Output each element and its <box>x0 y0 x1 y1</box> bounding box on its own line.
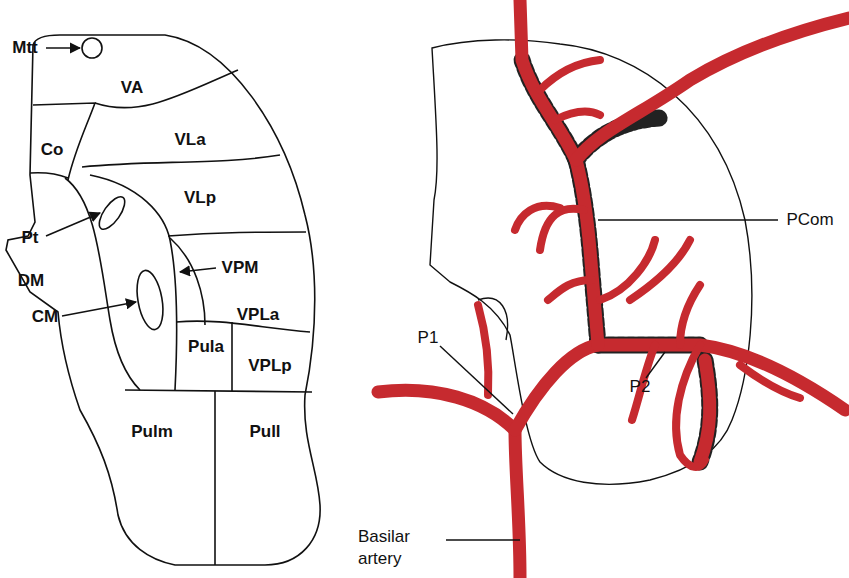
artery-tree <box>378 0 849 578</box>
nucleus-region: Co <box>32 132 72 168</box>
nucleus-region: DM <box>6 266 56 296</box>
nucleus-name: VPLa <box>237 305 280 325</box>
nucleus-region: VPLp <box>237 351 303 381</box>
artery-label: P2 <box>630 376 651 398</box>
nucleus-name: Pulm <box>131 422 173 442</box>
nucleus-region: VLp <box>160 183 240 213</box>
thalamus-outline <box>430 40 752 484</box>
nucleus-name: Pula <box>188 337 224 357</box>
nucleus-region: VLa <box>150 125 230 155</box>
nucleus-name: DM <box>18 271 44 291</box>
nucleus-name: Pull <box>249 422 280 442</box>
structure-label: CM <box>32 306 58 328</box>
nucleus-name: VLa <box>174 130 205 150</box>
thalamus-map <box>6 35 320 565</box>
artery-label: Basilar artery <box>358 526 430 570</box>
nucleus-name: VLp <box>184 188 216 208</box>
structure-label: Mtt <box>12 37 37 59</box>
nucleus-region: Pula <box>179 332 233 362</box>
artery-label: PCom <box>786 209 833 231</box>
nucleus-region: Pull <box>230 417 300 447</box>
nucleus-name: VPLp <box>248 356 291 376</box>
leader-lines <box>440 220 778 540</box>
nucleus-region: VA <box>82 70 182 106</box>
nucleus-name: Co <box>41 140 64 160</box>
structure-label: Pt <box>22 227 39 249</box>
nucleus-region: VPLa <box>223 300 293 330</box>
nucleus-name: VA <box>121 78 143 98</box>
artery-label: P1 <box>418 327 439 349</box>
structure-label: VPM <box>222 257 259 279</box>
nucleus-region: Pulm <box>117 417 187 447</box>
